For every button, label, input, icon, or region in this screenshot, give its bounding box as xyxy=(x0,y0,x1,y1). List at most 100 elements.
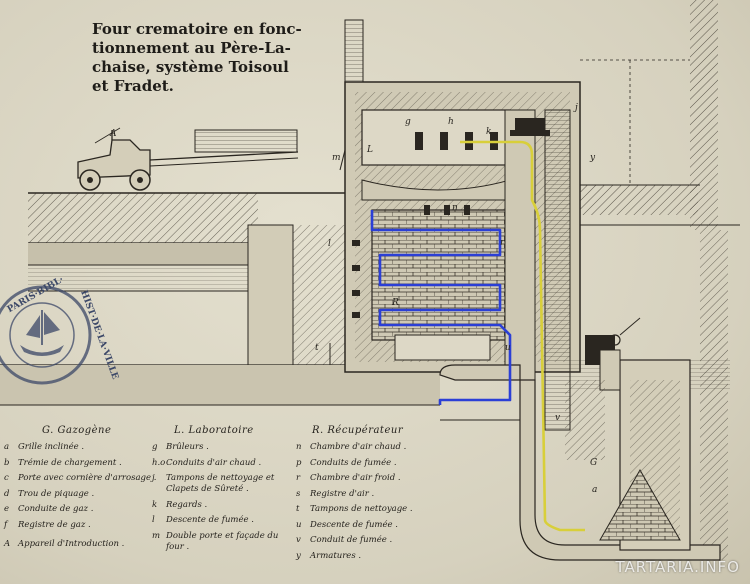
label-L: L xyxy=(366,145,373,155)
label-R: R xyxy=(391,298,399,308)
label-v: v xyxy=(555,413,560,423)
legend-item: y Armatures . xyxy=(296,551,413,567)
legend-item: r Chambre d'air froid . xyxy=(296,473,413,489)
legend-letter: s xyxy=(296,488,301,499)
legend-letter: p xyxy=(296,457,302,468)
title-line: tionnement au Père-La- xyxy=(92,39,291,57)
label-G: G xyxy=(590,458,597,468)
legend-item: e Conduite de gaz . xyxy=(4,504,156,520)
legend-letter: d xyxy=(4,488,10,499)
legend-text: Chambre d'air froid . xyxy=(310,473,401,483)
legend-text: Registre d'air . xyxy=(310,488,375,499)
legend-gazogene: G. Gazogène a Grille inclinée . b Trémie d… xyxy=(4,425,156,555)
legend-item: f Registre de gaz . xyxy=(4,520,156,536)
legend-item: d Trou de piquage . xyxy=(4,489,156,505)
legend-letter: u xyxy=(296,519,302,530)
legend-item: l Descente de fumée . xyxy=(152,515,278,531)
legend-letter: l xyxy=(152,515,155,525)
legend-letter: k xyxy=(152,499,158,510)
legend-text: Registre de gaz . xyxy=(18,519,91,530)
title-line: Four crematoire en fonc- xyxy=(92,20,302,38)
legend-letter xyxy=(152,484,166,500)
legend-letter: c xyxy=(4,473,9,483)
legend-text: Conduite de gaz . xyxy=(18,504,94,514)
legend-header: R. Récupérateur xyxy=(312,425,404,436)
legend-text: Conduits d'air chaud . xyxy=(166,457,262,468)
label-r: r xyxy=(500,238,505,248)
label-n: n xyxy=(452,203,458,213)
legend-letter: a xyxy=(4,442,10,452)
legend-letter: e xyxy=(4,504,10,514)
legend-item: four . xyxy=(152,542,278,558)
legend-text: four . xyxy=(166,541,190,552)
legend-letter: m xyxy=(152,530,161,541)
legend-text: Chambre d'air chaud . xyxy=(310,442,407,452)
label-y: y xyxy=(589,153,596,163)
legend-text: Clapets de Sûreté . xyxy=(166,484,249,494)
legend-text: Porte avec cornière d'arrosage . xyxy=(18,473,157,483)
label-h: h xyxy=(448,117,454,127)
legend-item: a Grille inclinée . xyxy=(4,442,156,458)
legend-text: Trémie de chargement . xyxy=(18,457,122,468)
legend-letter: g xyxy=(152,442,158,452)
legend-text: Appareil d'Introduction . xyxy=(18,539,125,549)
legend-text: Grille inclinée . xyxy=(18,442,85,452)
introduction-trolley xyxy=(77,127,299,191)
yellow-air-path xyxy=(460,140,585,532)
label-a: a xyxy=(592,485,597,495)
legend-text: Armatures . xyxy=(310,550,362,561)
legend-text: Tampons de nettoyage et xyxy=(166,473,275,483)
blue-flue-path xyxy=(370,210,512,405)
title-line: chaise, système Toisoul xyxy=(92,58,289,76)
title-line: et Fradet. xyxy=(92,77,174,95)
legend-item: s Registre d'air . xyxy=(296,489,413,505)
legend-letter: y xyxy=(296,550,301,561)
legend-letter: f xyxy=(4,519,8,530)
legend-item: Clapets de Sûreté . xyxy=(152,484,278,500)
legend-recuperateur: R. Récupérateur n Chambre d'air chaud . p… xyxy=(296,425,413,566)
legend-item: u Descente de fumée . xyxy=(296,520,413,536)
legend-letter: t xyxy=(296,504,300,514)
legend-text: Descente de fumée . xyxy=(166,515,254,525)
legend-text: Trou de piquage . xyxy=(18,488,95,499)
legend-text: Descente de fumée . xyxy=(310,519,398,530)
legend-letter: j xyxy=(152,473,155,483)
legend-item: b Trémie de chargement . xyxy=(4,458,156,474)
watermark: TARTARIA.INFO xyxy=(615,558,740,576)
legend-letter xyxy=(152,542,166,558)
gas-producer xyxy=(439,317,721,561)
label-l: l xyxy=(328,239,331,249)
legend-letter: h.o xyxy=(152,457,166,468)
legend-item: v Conduit de fumée . xyxy=(296,535,413,551)
legend-item: c Porte avec cornière d'arrosage . xyxy=(4,473,156,489)
legend-text: Conduits de fumée . xyxy=(310,457,397,468)
legend-text: Brûleurs . xyxy=(166,442,209,452)
legend-item: A Appareil d'Introduction . xyxy=(4,539,156,555)
legend-letter: A xyxy=(4,539,11,549)
legend-letter: v xyxy=(296,535,301,545)
legend-letter: r xyxy=(296,473,301,483)
label-g: g xyxy=(405,117,411,127)
legend-item: p Conduits de fumée . xyxy=(296,458,413,474)
legend-text: Conduit de fumée . xyxy=(310,535,393,545)
library-stamp xyxy=(0,285,92,385)
label-A: A xyxy=(109,129,117,139)
legend-letter: n xyxy=(296,442,302,452)
legend-item: j Tampons de nettoyage et xyxy=(152,473,278,484)
label-u: u xyxy=(505,343,511,353)
label-k: k xyxy=(486,127,491,137)
label-m: m xyxy=(332,153,341,163)
legend-header: G. Gazogène xyxy=(42,425,112,436)
legend-letter: b xyxy=(4,457,10,468)
legend-header: L. Laboratoire xyxy=(174,425,254,436)
legend-item: n Chambre d'air chaud . xyxy=(296,442,413,458)
legend-item: t Tampons de nettoyage . xyxy=(296,504,413,520)
label-j: j xyxy=(573,103,578,113)
legend-text: Tampons de nettoyage . xyxy=(310,504,413,514)
